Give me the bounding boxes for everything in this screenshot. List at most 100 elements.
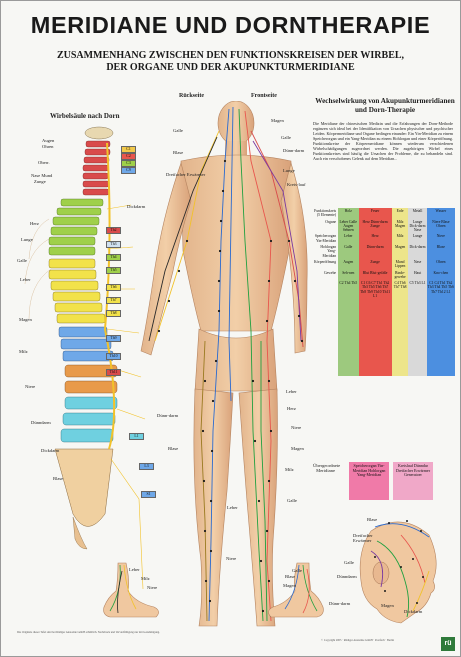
table-cell: Ohren [426,258,455,270]
poster-subtitle: ZUSAMMENHANG ZWISCHEN DEN FUNKTIONSKREIS… [1,50,460,73]
row-label [313,280,339,377]
table-row: Funktionskreis (5 Elemente) Holz Feuer E… [313,208,455,219]
table-cell: Lunge Dick-darm Nase [408,218,427,234]
meridians-box-right: Kreislauf Dünndar Dreifacher Erwärmer Ge… [393,462,433,500]
table-cell: Holz [338,208,359,219]
spine-label-oberr: Oberr. [38,160,50,165]
head-label-duenndarm: Dünndarm [337,574,357,579]
spine-heading: Wirbelsäule nach Dorn [50,112,120,120]
table-cell: Herz Dünn-darm Zunge [358,218,392,234]
meridian-table: Funktionskreis (5 Elemente) Holz Feuer E… [313,208,455,377]
table-cell: Niere [426,233,455,245]
foot-label-duenndarm: Dünn-darm [329,601,351,606]
poster-title: MERIDIANE UND DORNTHERAPIE [30,12,431,38]
figure-label-blase: Blase [173,150,184,155]
vertebra-tag: Th7 [106,297,121,304]
figure-label-lunge: Lunge [283,168,295,173]
foot-label-niere: Niere [147,585,158,590]
row-label: Speicherorgan Yin-Meridian [313,233,339,245]
table-cell: Zunge [358,258,392,270]
figure-label-galle-leg: Galle [287,498,297,503]
vertebra-tag: Th8 [106,310,121,317]
vertebra-tag: Th4 [106,254,121,261]
table-cell: Dick-darm [408,244,427,259]
row-label-meridians: Übergeordnete Meridiane [313,463,341,473]
table-cell: Erde [391,208,409,219]
table-cell: C1 C4 Th1 Th2 Th3 Th4 Th5 Th6 Th7 Th12 L… [426,280,455,377]
subtitle-line-2: DER ORGANE UND DER AKUPUNKTURMERIDIANE [106,61,355,73]
spine-label-zunge: Zunge [34,179,46,184]
table-row: Körperöffnung Augen Zunge Mund Lippen Na… [313,258,455,270]
row-label: Funktionskreis (5 Elemente) [313,208,339,219]
back-view-label: Rückseite [179,93,204,99]
vertebra-tag: Th6 [106,284,121,291]
spine-label-duenndarm: Dünndarm [31,420,51,425]
figure-label-herz: Herz [287,406,296,411]
figure-label-galle: Galle [173,128,183,133]
body-figure [140,101,308,627]
front-view-label: Frontseite [251,93,277,99]
footer-left: Die Originale dieser Tafel sind bei Rüdi… [17,631,160,634]
table-row: C2 Th4 Th5 C1 C6 C7 Th1 Th2 Th3 Th5 Th6 … [313,280,455,377]
figure-label-leber: Leber [286,389,297,394]
figure-label-magen-2: Magen [291,446,304,451]
table-cell: Milz Magen [391,218,409,234]
table-row: Organe Leber Galle Augen Sehnen Herz Dün… [313,218,455,234]
figure-label-galle-front: Galle [281,135,291,140]
vertebra-tag: C9 [121,167,136,174]
table-cell: Herz [358,233,392,245]
spine-label-ohren: Ohren [42,144,54,149]
table-cell: C1 C6 C7 Th1 Th2 Th3 Th5 Th6 Th7 Th8 Th9… [358,280,392,377]
table-cell: Blut Blut-gefäße [358,269,392,281]
figure-label-kreislauf: Kreis-lauf [287,182,306,187]
spine-label-blase: Blase [53,476,64,481]
table-cell: Kno-chen [426,269,455,281]
table-cell: Nase [408,258,427,270]
vertebra-tag: C3 [121,160,136,167]
info-text: Die Meridiane der chinesischen Medizin u… [313,121,453,162]
figure-label-magen: Magen [271,118,284,123]
spine-label-milz: Milz [19,349,28,354]
foot-outer-illustration [268,562,324,618]
vertebra-tag: S1 [141,491,156,498]
spine-label-dickdarm: Dickdarm [41,448,60,453]
table-cell: Haut [408,269,427,281]
figure-label-dreifacher-erwaermer: Dreifacher Erwärmer [166,172,206,177]
subtitle-line-1: ZUSAMMENHANG ZWISCHEN DEN FUNKTIONSKREIS… [56,50,405,61]
spine-label-nase-mund: Nase Mund [31,173,53,178]
figure-label-dickdarm: Dickdarm [127,204,146,209]
figure-label-niere-leg: Niere [226,556,237,561]
row-label: Organe [313,218,339,234]
table-cell: Blase [426,244,455,259]
table-cell: Magen [391,244,409,259]
vertebra-tag: C2 [121,153,136,160]
row-label: Gewebe [313,269,339,281]
publisher-logo: rü [441,637,455,651]
table-cell: Niere Blase Ohren [426,218,455,234]
head-illustration [359,520,437,624]
head-label-magen: Magen [381,603,394,608]
spine-label-augen: Augen [42,138,55,143]
vertebra-tag: Th11 [106,369,121,376]
table-cell: C5 Th3 L1 [408,280,427,377]
table-row: Speicherorgan Yin-Meridian Leber Herz Mi… [313,233,455,245]
table-cell: Dünn-darm [358,244,392,259]
table-cell: C4 Th6 Th7 Th8 [391,280,409,377]
spine-label-leber: Leber [20,277,31,282]
foot-label-magen: Magen [283,583,296,588]
row-label: Hohlorgan Yang-Meridian [313,244,339,259]
figure-label-blase-back: Blase [168,446,179,451]
figure-label-niere: Niere [291,425,302,430]
vertebra-tag: Th2 [106,227,121,234]
vertebra-tag: L1 [129,433,144,440]
foot-inner-illustration [103,562,159,618]
table-row: Gewebe Seh-nen Blut Blut-gefäße Binde-ge… [313,269,455,281]
spine-label-galle: Galle [17,258,27,263]
table-cell: Leber [338,233,359,245]
spine-illustration [24,126,146,590]
foot-label-galle: Galle [292,568,302,573]
foot-label-leber: Leber [129,567,140,572]
table-cell: Milz [391,233,409,245]
table-cell: Augen [338,258,359,270]
